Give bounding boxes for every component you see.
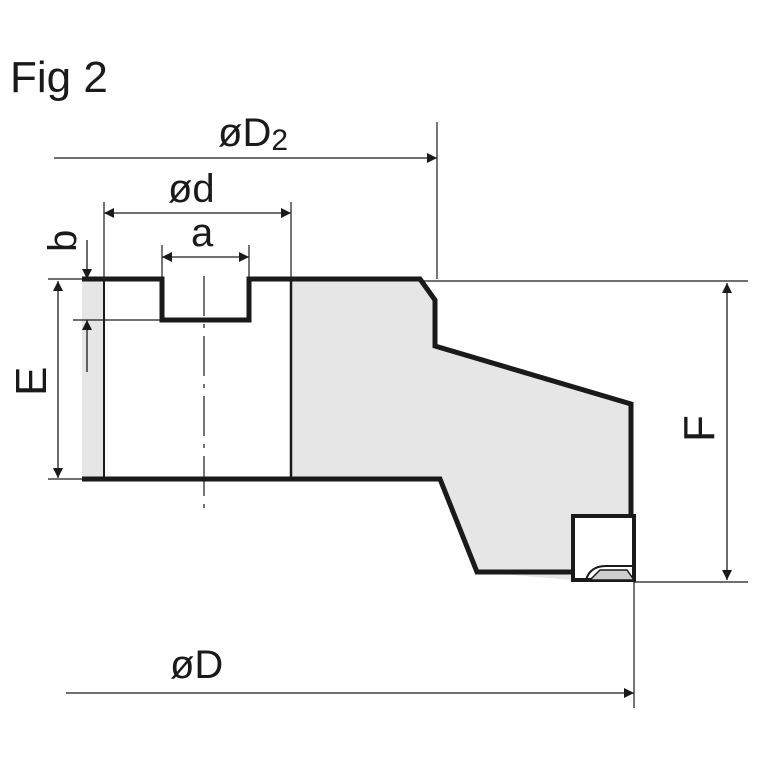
label-F: F: [675, 415, 724, 442]
bore-top-outline: [82, 276, 634, 516]
label-b: b: [41, 230, 85, 252]
insert-tip: [588, 569, 636, 581]
bottom-outline: [82, 476, 573, 575]
label-D: øD: [170, 643, 223, 687]
insert-edge: [585, 565, 634, 581]
label-D2: øD2: [218, 111, 288, 157]
label-a: a: [191, 211, 214, 255]
left-face-strip: [82, 279, 104, 479]
label-d: ød: [168, 167, 215, 211]
label-E: E: [7, 367, 56, 396]
figure-title: Fig 2: [10, 53, 108, 102]
cutter-body: [291, 279, 631, 580]
